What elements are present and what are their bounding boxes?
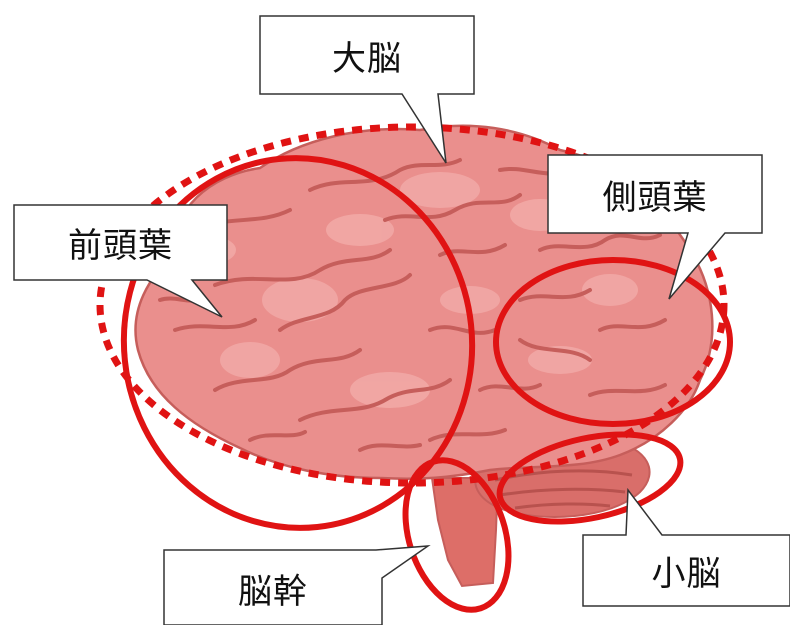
label-cerebellum: 小脳 (585, 537, 788, 604)
label-parietal-lobe: 側頭葉 (550, 157, 760, 231)
label-brainstem: 脳幹 (166, 553, 380, 623)
label-cerebrum: 大脳 (262, 18, 472, 92)
label-frontal-lobe: 前頭葉 (16, 207, 225, 278)
